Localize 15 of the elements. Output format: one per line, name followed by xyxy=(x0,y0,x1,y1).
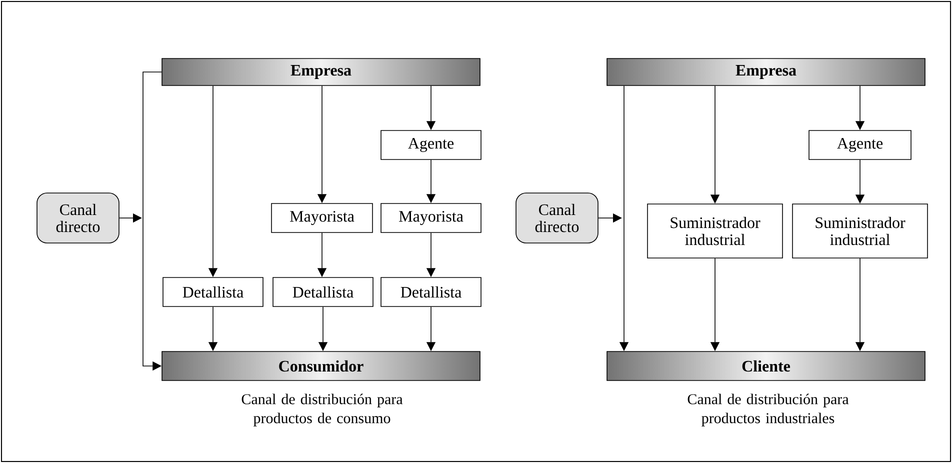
channel-box: Canal directo xyxy=(36,192,120,244)
level-bar: Consumidor xyxy=(162,351,480,381)
intermediary-box: Detallista xyxy=(380,277,482,307)
intermediary-box: Detallista xyxy=(162,277,264,307)
intermediary-box: Agente xyxy=(380,130,482,160)
intermediary-box: Mayorista xyxy=(271,203,373,233)
intermediary-box: Mayorista xyxy=(380,203,482,233)
intermediary-box: Detallista xyxy=(272,277,374,307)
channel-box: Canal directo xyxy=(516,192,598,244)
intermediary-box: Suministrador industrial xyxy=(647,204,783,258)
level-bar: Empresa xyxy=(162,58,480,86)
intermediary-box: Suministrador industrial xyxy=(792,204,928,258)
level-bar: Empresa xyxy=(606,58,926,86)
level-bar: Cliente xyxy=(606,351,926,381)
intermediary-box: Agente xyxy=(808,130,912,160)
